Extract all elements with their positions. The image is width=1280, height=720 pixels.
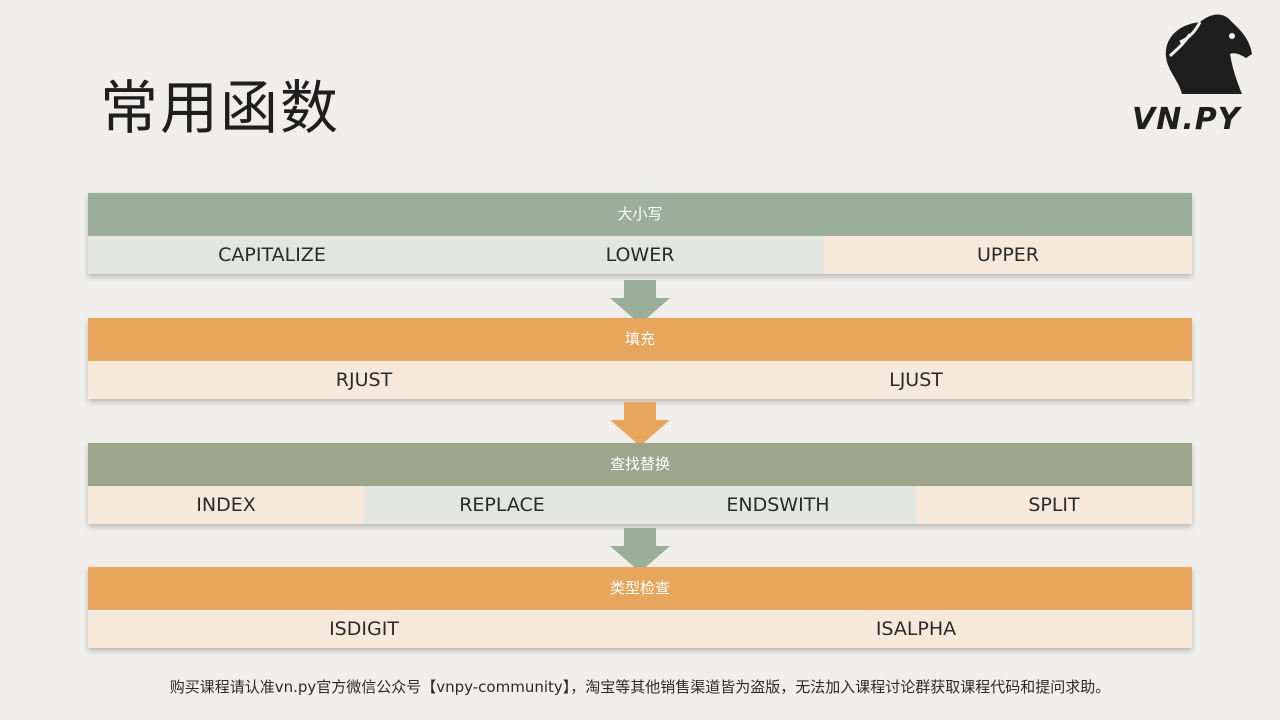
vnpy-logo: VN.PY	[1120, 8, 1270, 138]
function-capitalize: CAPITALIZE	[88, 236, 456, 274]
block-search-replace: 查找替换 INDEX REPLACE ENDSWITH SPLIT	[88, 443, 1192, 524]
function-index: INDEX	[88, 486, 364, 524]
function-rjust: RJUST	[88, 361, 640, 399]
block-header-case: 大小写	[88, 193, 1192, 236]
arrow-down-icon	[610, 280, 670, 324]
arrow-down-icon	[610, 402, 670, 446]
block-case: 大小写 CAPITALIZE LOWER UPPER	[88, 193, 1192, 274]
block-padding: 填充 RJUST LJUST	[88, 318, 1192, 399]
horse-head-icon	[1165, 14, 1252, 94]
block-header-padding: 填充	[88, 318, 1192, 361]
block-header-search-replace: 查找替换	[88, 443, 1192, 486]
block-type-check: 类型检查 ISDIGIT ISALPHA	[88, 567, 1192, 648]
function-lower: LOWER	[456, 236, 824, 274]
block-row-type-check: ISDIGIT ISALPHA	[88, 610, 1192, 648]
function-replace: REPLACE	[364, 486, 640, 524]
footer-notice: 购买课程请认准vn.py官方微信公众号【vnpy-community】，淘宝等其…	[169, 678, 1111, 696]
block-row-search-replace: INDEX REPLACE ENDSWITH SPLIT	[88, 486, 1192, 524]
block-header-type-check: 类型检查	[88, 567, 1192, 610]
function-endswith: ENDSWITH	[640, 486, 916, 524]
function-ljust: LJUST	[640, 361, 1192, 399]
function-upper: UPPER	[824, 236, 1192, 274]
block-row-case: CAPITALIZE LOWER UPPER	[88, 236, 1192, 274]
logo-text: VN.PY	[1132, 102, 1241, 137]
block-row-padding: RJUST LJUST	[88, 361, 1192, 399]
function-isdigit: ISDIGIT	[88, 610, 640, 648]
page-title: 常用函数	[100, 74, 341, 142]
function-isalpha: ISALPHA	[640, 610, 1192, 648]
arrow-down-icon	[610, 528, 670, 572]
function-split: SPLIT	[916, 486, 1192, 524]
